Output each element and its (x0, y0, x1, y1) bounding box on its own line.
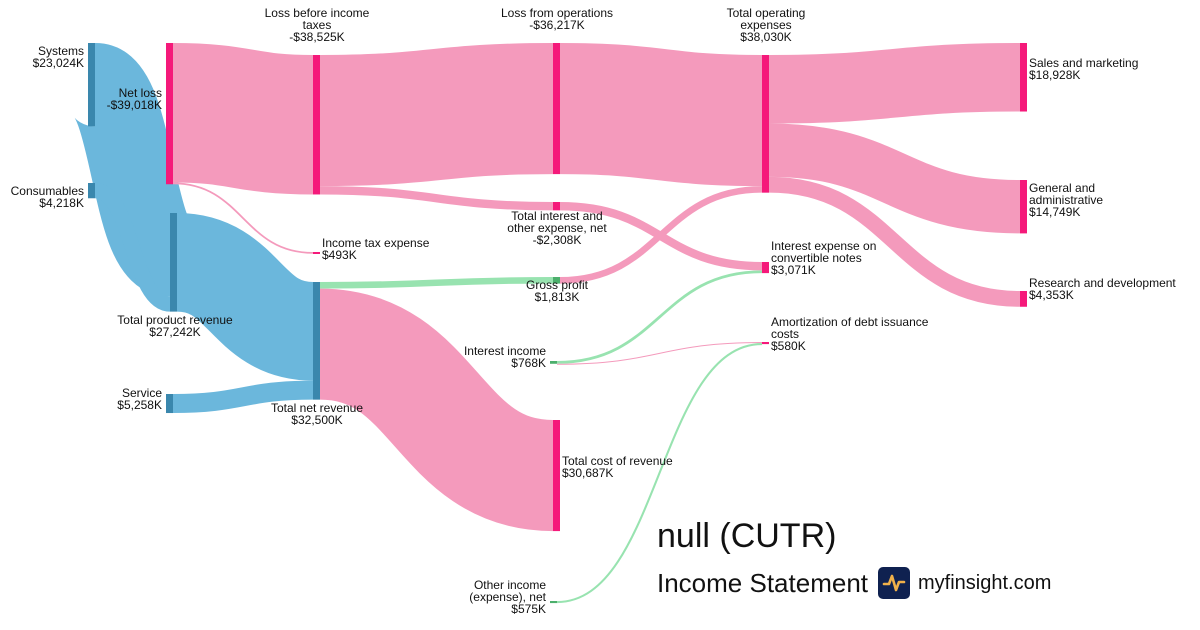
node-total_net_revenue[interactable] (313, 282, 320, 400)
label-other_income_net: Other income(expense), net$575K (469, 578, 546, 616)
link-consumables-to-total_product_revenue (93, 183, 172, 312)
link-total_operating_expenses-to-sales_marketing (768, 43, 1021, 124)
link-other_income_net-to-amortization_debt_costs (556, 343, 763, 604)
node-interest_income[interactable] (550, 361, 557, 364)
link-interest_income-to-amortization_debt_costs (556, 342, 763, 365)
node-research_development[interactable] (1020, 291, 1027, 307)
link-interest_income-to-interest_expense_convertible (556, 270, 763, 364)
label-total_product_revenue: Total product revenue$27,242K (117, 313, 233, 339)
node-consumables[interactable] (88, 183, 95, 199)
label-income_tax_expense: Income tax expense$493K (322, 236, 430, 262)
chart-subtitle: Income Statement myfinsight.com (657, 566, 1051, 600)
node-total_operating_expenses[interactable] (762, 55, 769, 193)
link-net_loss-to-income_tax_expense (172, 182, 314, 254)
link-total_product_revenue-to-total_net_revenue (173, 213, 317, 381)
link-total_net_revenue-to-total_cost_of_revenue (317, 288, 556, 532)
node-systems[interactable] (88, 43, 95, 127)
label-loss_from_operations: Loss from operations-$36,217K (501, 6, 613, 32)
node-interest_expense_convertible[interactable] (762, 262, 769, 274)
link-total_net_revenue-to-gross_profit (319, 277, 554, 289)
label-consumables: Consumables$4,218K (11, 184, 84, 210)
sankey-links (72, 43, 1021, 604)
label-sales_marketing: Sales and marketing$18,928K (1029, 56, 1138, 82)
label-interest_income: Interest income$768K (464, 344, 546, 370)
node-loss_from_operations[interactable] (553, 43, 560, 175)
node-general_admin[interactable] (1020, 180, 1027, 234)
label-total_net_revenue: Total net revenue$32,500K (271, 401, 363, 427)
link-loss_from_operations-to-total_operating_expenses (559, 43, 763, 187)
link-service-to-total_net_revenue (172, 380, 314, 414)
site-link[interactable]: myfinsight.com (918, 572, 1052, 594)
link-total_operating_expenses-to-research_development (768, 176, 1021, 307)
sankey-nodes (88, 43, 1027, 604)
node-service[interactable] (166, 394, 173, 414)
label-research_development: Research and development$4,353K (1029, 276, 1176, 302)
link-systems-to-total_product_revenue (72, 43, 193, 297)
label-net_loss: Net loss-$39,018K (107, 86, 162, 112)
link-total_operating_expenses-to-general_admin (768, 123, 1021, 234)
link-loss_before_income_taxes-to-total_interest_other_expense (319, 186, 554, 211)
label-systems: Systems$23,024K (33, 44, 84, 70)
node-gross_profit[interactable] (553, 277, 560, 284)
pulse-logo-icon (878, 567, 910, 599)
link-loss_before_income_taxes-to-loss_from_operations (319, 43, 554, 187)
subtitle-text: Income Statement (657, 568, 868, 598)
label-service: Service$5,258K (117, 386, 162, 412)
label-gross_profit: Gross profit$1,813K (526, 278, 589, 304)
label-total_cost_of_revenue: Total cost of revenue$30,687K (562, 454, 673, 480)
node-income_tax_expense[interactable] (313, 252, 320, 254)
node-other_income_net[interactable] (550, 601, 557, 604)
node-net_loss[interactable] (166, 43, 173, 185)
link-net_loss-to-loss_before_income_taxes (172, 43, 314, 195)
node-total_interest_other_expense[interactable] (553, 202, 560, 211)
node-sales_marketing[interactable] (1020, 43, 1027, 112)
node-amortization_debt_costs[interactable] (762, 342, 769, 345)
link-total_interest_other_expense-to-interest_expense_convertible (559, 201, 763, 271)
node-total_cost_of_revenue[interactable] (553, 420, 560, 532)
node-total_product_revenue[interactable] (170, 213, 177, 312)
node-loss_before_income_taxes[interactable] (313, 55, 320, 195)
chart-title: null (CUTR) (657, 517, 837, 555)
sankey-labels: Systems$23,024K Consumables$4,218K Net los… (11, 6, 1177, 616)
